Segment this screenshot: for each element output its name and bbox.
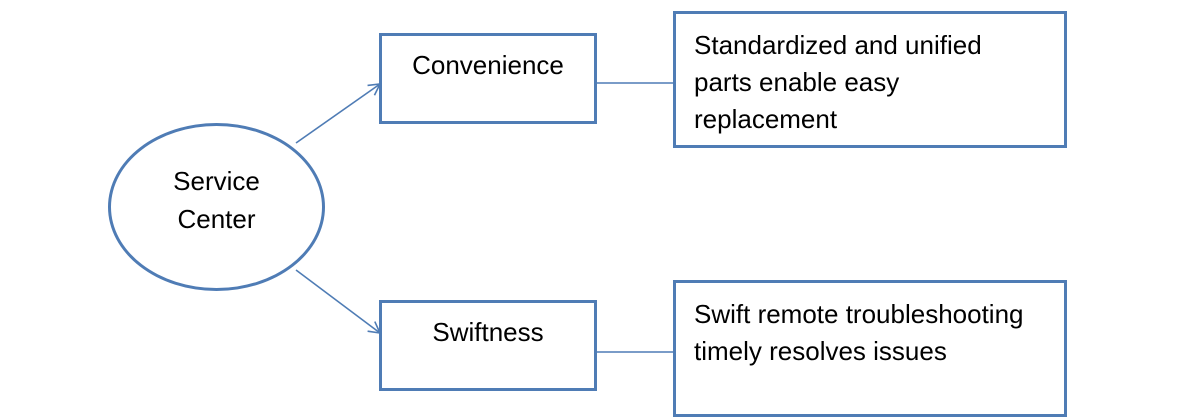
service-center-node: Service Center [108,123,325,291]
swiftness-description-box: Swift remote troubleshooting timely reso… [673,280,1067,417]
arrow-to-convenience [295,83,382,144]
arrow-to-swiftness [295,269,382,335]
convenience-box: Convenience [379,33,597,124]
swiftness-description-text: Swift remote troubleshooting timely reso… [694,299,1024,366]
swiftness-box: Swiftness [379,300,597,391]
convenience-description-text: Standardized and unified parts enable ea… [694,30,982,134]
service-center-label: Service Center [173,166,260,234]
convenience-description-box: Standardized and unified parts enable ea… [673,11,1067,148]
swiftness-label: Swiftness [432,317,544,347]
convenience-label: Convenience [412,50,564,80]
